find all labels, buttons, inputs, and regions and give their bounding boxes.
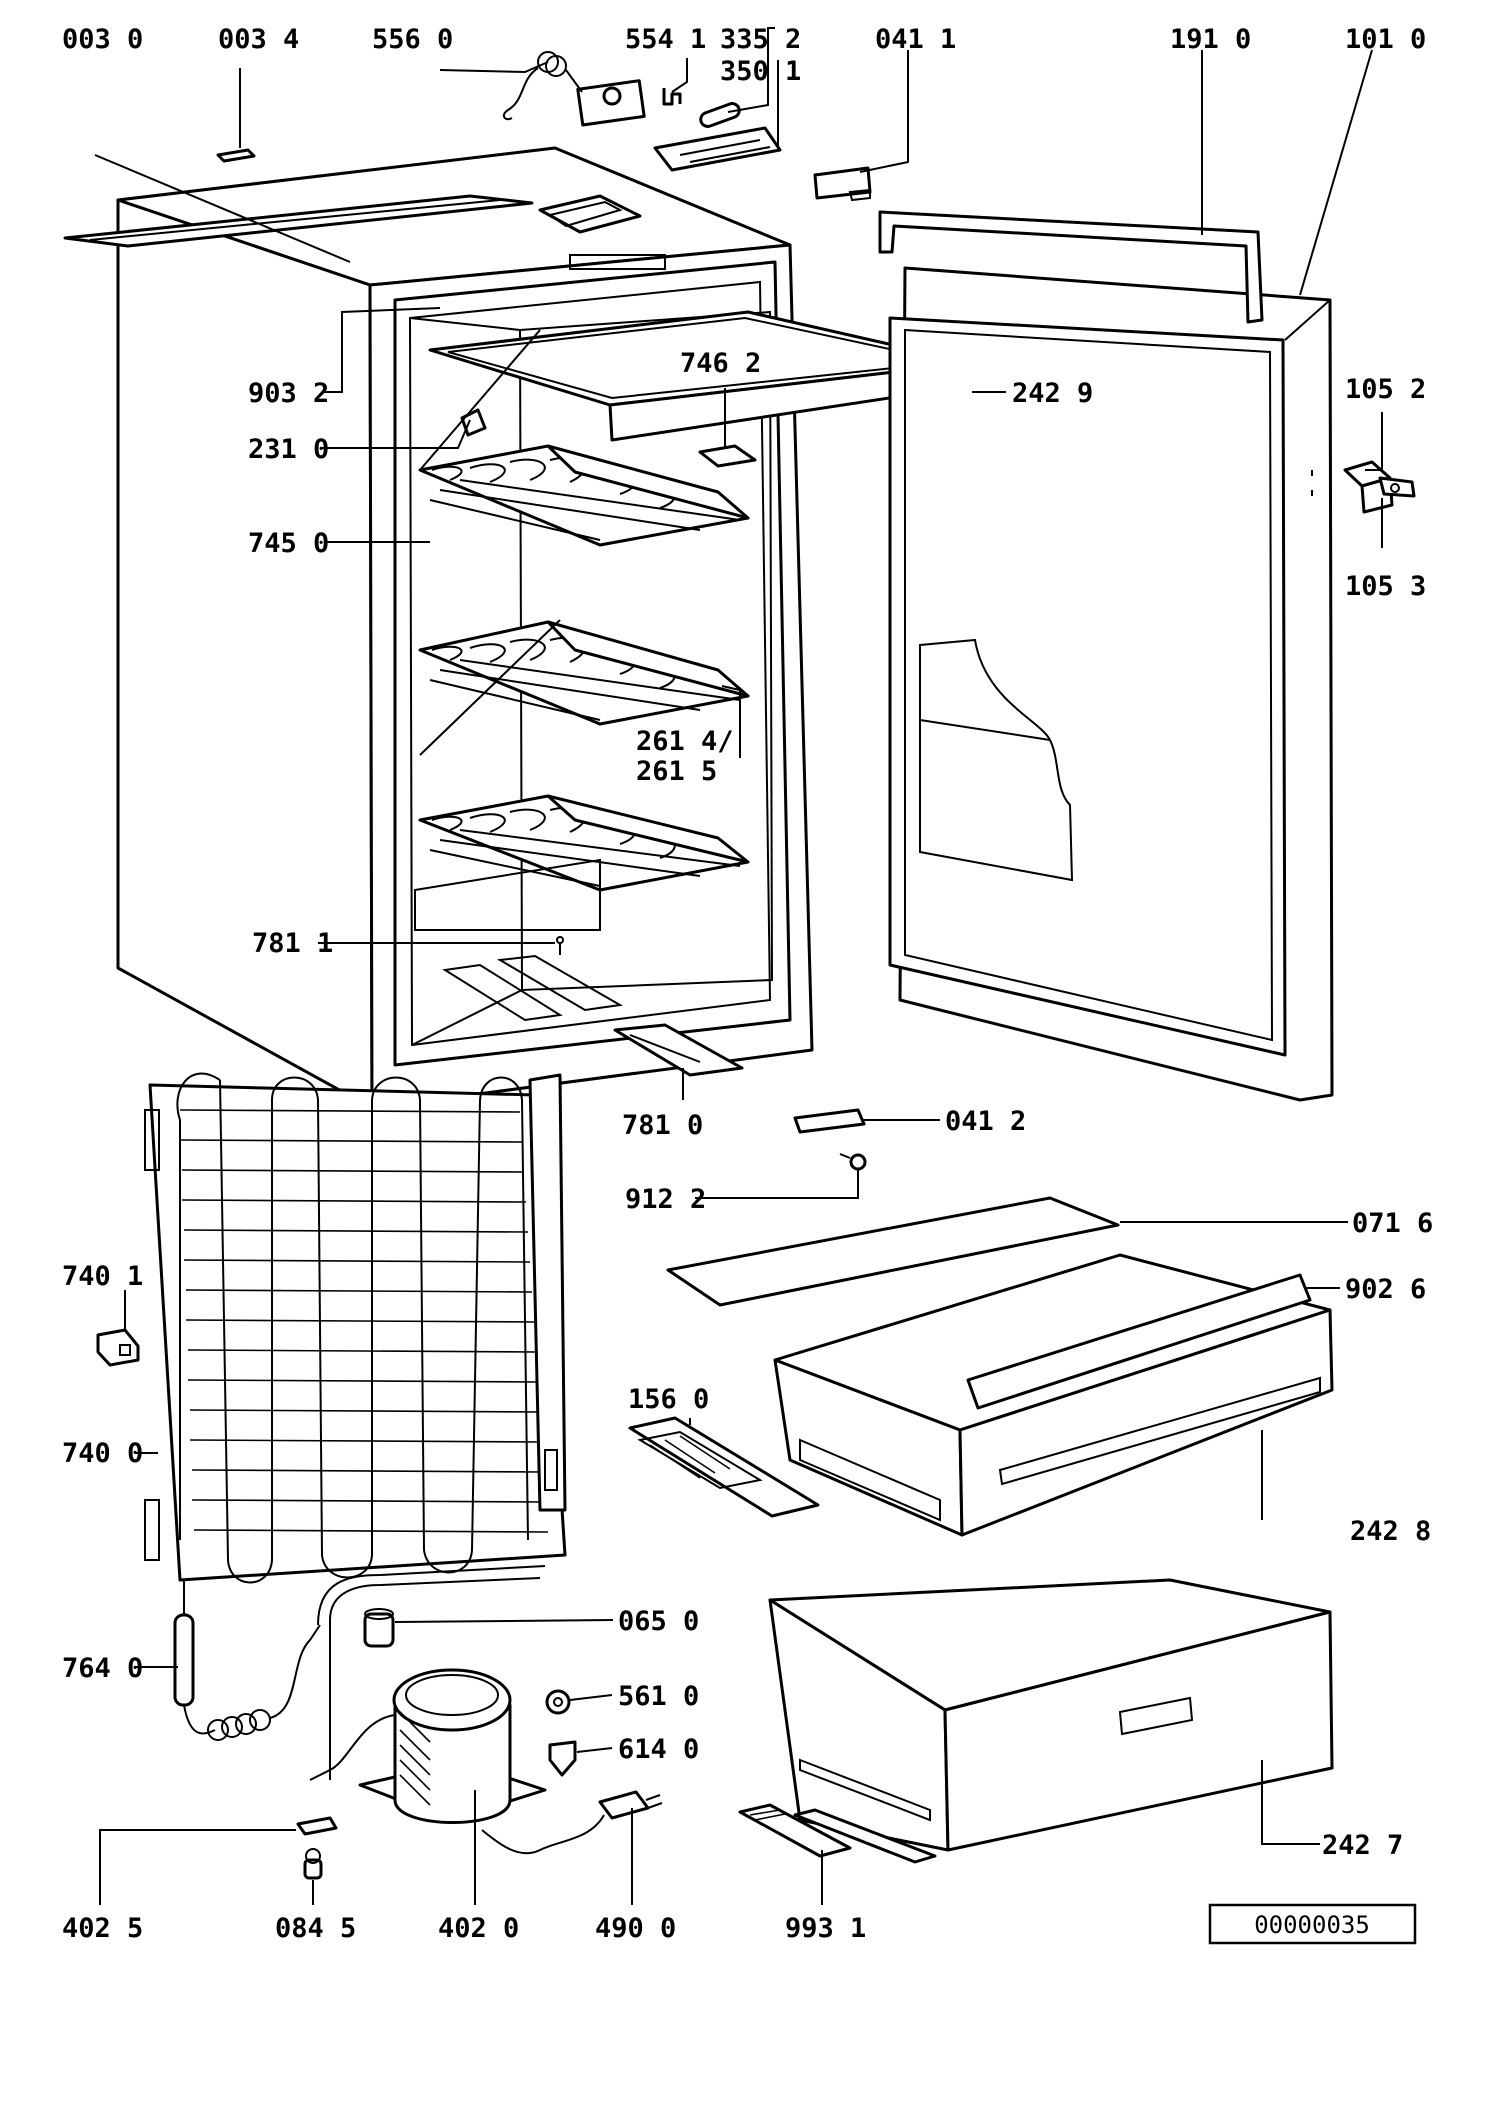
wire-shelf-middle (418, 620, 750, 726)
label-105-2: 105 2 (1345, 374, 1426, 405)
label-556-0: 556 0 (372, 24, 453, 55)
label-746-2: 746 2 (680, 348, 761, 379)
label-781-0: 781 0 (622, 1110, 703, 1141)
power-plug (481, 1790, 663, 1855)
wire-shelf-upper (418, 444, 750, 547)
diagram-code-box: 00000035 (1208, 1903, 1417, 1945)
part-labels: 003 0 003 4 556 0 554 1 335 2 350 1 041 … (62, 24, 1433, 1944)
overload-protector (545, 1689, 571, 1715)
drain-channel (613, 1023, 744, 1077)
label-335-2: 335 2 (720, 24, 801, 55)
door-gasket (878, 210, 1264, 324)
label-402-0: 402 0 (438, 1913, 519, 1944)
label-101-0: 101 0 (1345, 24, 1426, 55)
label-065-0: 065 0 (618, 1606, 699, 1637)
label-261-5: 261 5 (636, 756, 717, 787)
diagram-code: 00000035 (1254, 1911, 1370, 1939)
cover-plate (666, 1196, 1120, 1307)
ice-tray (628, 1416, 820, 1518)
label-003-4: 003 4 (218, 24, 299, 55)
filter-drier (173, 1580, 321, 1741)
label-764-0: 764 0 (62, 1653, 143, 1684)
crisper-drawer-upper (773, 1253, 1334, 1537)
label-191-0: 191 0 (1170, 24, 1251, 55)
screw (839, 1153, 867, 1171)
label-614-0: 614 0 (618, 1734, 699, 1765)
drawer-slide (738, 1803, 852, 1858)
label-231-0: 231 0 (248, 434, 329, 465)
label-740-1: 740 1 (62, 1261, 143, 1292)
door-hinge (1311, 460, 1416, 514)
label-554-1: 554 1 (625, 24, 706, 55)
label-402-5: 402 5 (62, 1913, 143, 1944)
label-071-6: 071 6 (1352, 1208, 1433, 1239)
door (888, 266, 1334, 1102)
label-781-1: 781 1 (252, 928, 333, 959)
compressor (309, 1620, 547, 1824)
label-903-2: 903 2 (248, 378, 329, 409)
label-041-2: 041 2 (945, 1106, 1026, 1137)
label-561-0: 561 0 (618, 1681, 699, 1712)
lamp (699, 102, 741, 128)
top-rail (63, 194, 534, 248)
label-041-1: 041 1 (875, 24, 956, 55)
label-993-1: 993 1 (785, 1913, 866, 1944)
label-745-0: 745 0 (248, 528, 329, 559)
hinge-plate-top (813, 166, 872, 202)
label-242-9: 242 9 (1012, 378, 1093, 409)
mounting-clip (296, 1816, 338, 1836)
thermostat (502, 51, 646, 127)
label-242-7: 242 7 (1322, 1830, 1403, 1861)
label-084-5: 084 5 (275, 1913, 356, 1944)
bracket-5541 (662, 88, 682, 106)
control-housing (653, 126, 782, 172)
shelf-support (698, 444, 757, 468)
wire-shelf-lower (414, 794, 750, 931)
vegetable-drawer-lower (768, 1578, 1334, 1864)
condenser (144, 1072, 567, 1584)
cabinet (116, 146, 814, 1110)
label-105-3: 105 3 (1345, 571, 1426, 602)
relay-cylinder (363, 1608, 395, 1648)
label-912-2: 912 2 (625, 1184, 706, 1215)
hinge-plate-bottom (793, 1108, 866, 1134)
label-242-8: 242 8 (1350, 1516, 1431, 1547)
plug-cap (96, 1328, 140, 1367)
cabinet-floor (442, 936, 624, 1022)
label-156-0: 156 0 (628, 1384, 709, 1415)
rubber-grommet (303, 1848, 323, 1880)
clip-part (216, 148, 256, 163)
label-740-0: 740 0 (62, 1438, 143, 1469)
label-902-6: 902 6 (1345, 1274, 1426, 1305)
label-261-4: 261 4/ (636, 726, 734, 757)
starter-relay (548, 1740, 577, 1777)
label-003-0: 003 0 (62, 24, 143, 55)
label-350-1: 350 1 (720, 56, 801, 87)
label-490-0: 490 0 (595, 1913, 676, 1944)
leader-lines (94, 27, 1383, 1905)
